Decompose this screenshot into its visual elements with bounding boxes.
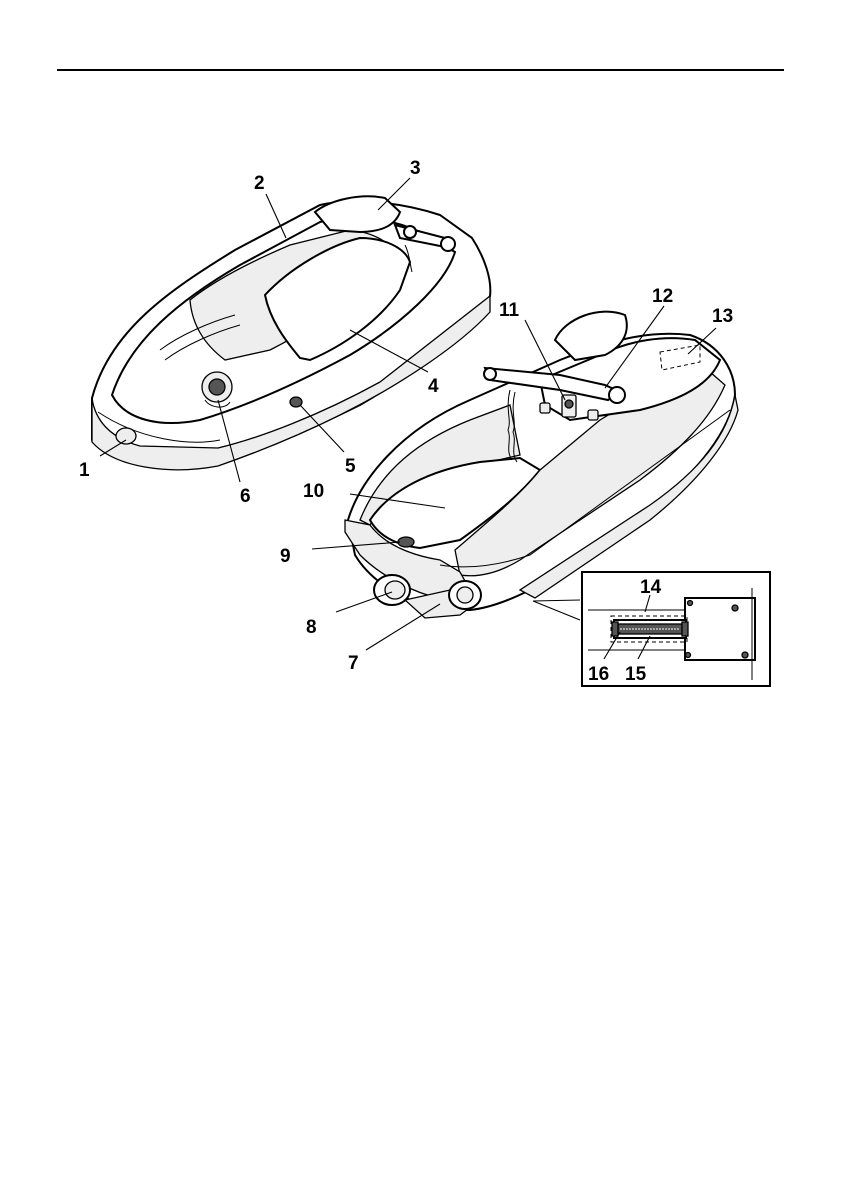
callout-1: 1	[79, 460, 90, 481]
callout-14: 14	[640, 577, 662, 598]
callout-2: 2	[254, 173, 265, 194]
tow-hook	[398, 537, 414, 547]
callout-16: 16	[588, 664, 609, 685]
callout-10: 10	[303, 481, 324, 502]
callout-7: 7	[348, 653, 359, 674]
callout-3: 3	[410, 158, 421, 179]
callout-9: 9	[280, 546, 291, 567]
callout-11: 11	[499, 300, 520, 321]
callout-15: 15	[625, 664, 647, 685]
handle-pole-cover	[315, 196, 400, 232]
inset-plate	[685, 598, 755, 660]
callout-6: 6	[240, 486, 251, 507]
callout-13: 13	[712, 306, 733, 327]
callout-12: 12	[652, 286, 673, 307]
callout-4: 4	[428, 376, 439, 397]
callout-8: 8	[306, 617, 317, 638]
callout-5: 5	[345, 456, 356, 477]
